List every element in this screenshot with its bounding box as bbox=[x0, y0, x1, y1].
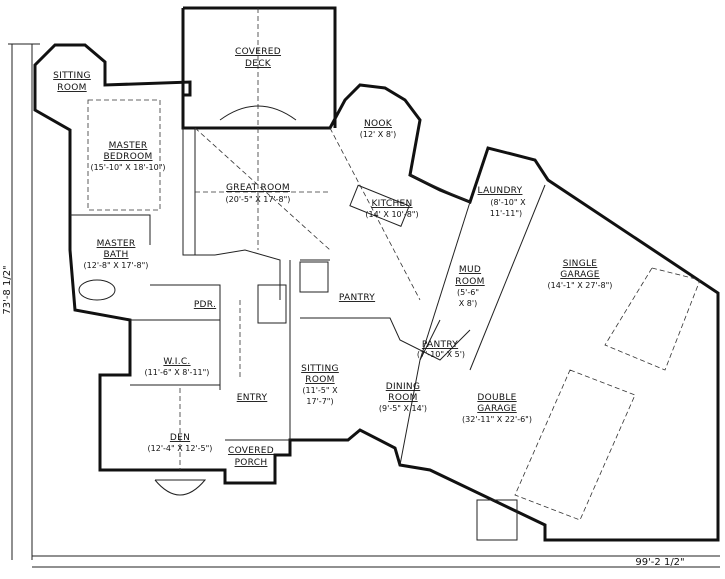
room-name: ROOM bbox=[388, 393, 417, 403]
room-name: ROOM bbox=[455, 277, 484, 287]
room-dims: (12' X 8') bbox=[360, 130, 396, 139]
room-dims: 11'-11") bbox=[490, 209, 522, 218]
room-name: MASTER bbox=[109, 141, 148, 151]
room-name: LAUNDRY bbox=[478, 186, 523, 196]
room-name: PDR. bbox=[194, 300, 216, 310]
room-name: GARAGE bbox=[560, 270, 599, 280]
room-dims: (15'-10" X 18'-10") bbox=[90, 163, 165, 172]
room-double-garage: DOUBLE GARAGE (32'-11" X 22'-6") bbox=[462, 393, 532, 424]
room-pantry-garage: PANTRY (7'-10" X 5') bbox=[417, 340, 465, 359]
room-single-garage: SINGLE GARAGE (14'-1" X 27'-8") bbox=[548, 259, 613, 290]
room-name: GREAT ROOM bbox=[226, 183, 290, 193]
room-name: PANTRY bbox=[339, 293, 375, 303]
room-kitchen: KITCHEN (14' X 10'-8") bbox=[365, 199, 418, 219]
room-name: SINGLE bbox=[563, 259, 598, 269]
den-bay bbox=[154, 479, 207, 496]
stair-top bbox=[299, 261, 329, 293]
room-name: DEN bbox=[170, 433, 190, 443]
deck-bay bbox=[219, 105, 297, 121]
room-dims: (7'-10" X 5') bbox=[417, 350, 465, 359]
room-mud-room: MUD ROOM (5'-6" X 8') bbox=[455, 265, 484, 308]
overall-width-dimension: 99'-2 1/2" bbox=[32, 555, 720, 568]
room-pantry-kitchen: PANTRY bbox=[339, 293, 375, 303]
room-name: ROOM bbox=[57, 83, 86, 93]
room-name: ROOM bbox=[305, 375, 334, 385]
room-pdr: PDR. bbox=[194, 300, 216, 310]
room-dims: (8'-10" X bbox=[490, 198, 526, 207]
garage-steps bbox=[476, 499, 518, 541]
room-covered-deck: COVERED DECK bbox=[235, 47, 281, 69]
room-sitting-room: SITTING ROOM (11'-5" X 17'-7") bbox=[301, 364, 339, 406]
depth-dimension-label: 73'-8 1/2" bbox=[2, 265, 13, 314]
overall-depth-dimension: 73'-8 1/2" bbox=[2, 43, 40, 560]
room-name: BATH bbox=[103, 250, 128, 260]
room-covered-porch: COVERED PORCH bbox=[228, 446, 274, 468]
room-dims: (20'-5" X 17'-8") bbox=[226, 195, 291, 204]
room-name: BEDROOM bbox=[103, 152, 152, 162]
room-name: NOOK bbox=[364, 119, 393, 129]
room-name: ENTRY bbox=[237, 393, 268, 403]
room-name: SITTING bbox=[53, 71, 91, 81]
room-dims: (5'-6" bbox=[457, 288, 479, 297]
tub bbox=[78, 279, 116, 301]
room-master-bath: MASTER BATH (12'-8" X 17'-8") bbox=[84, 239, 149, 270]
room-dims: 17'-7") bbox=[306, 397, 333, 406]
room-name: COVERED bbox=[228, 446, 274, 456]
room-dims: (9'-5" X 14') bbox=[379, 404, 427, 413]
room-name: KITCHEN bbox=[371, 199, 412, 209]
room-nook: NOOK (12' X 8') bbox=[360, 119, 396, 139]
width-dimension-label: 99'-2 1/2" bbox=[635, 557, 684, 568]
fixtures bbox=[78, 105, 518, 541]
room-dims: (14' X 10'-8") bbox=[365, 210, 418, 219]
exterior-walls bbox=[33, 6, 720, 542]
room-den: DEN (12'-4" X 12'-5") bbox=[148, 433, 213, 453]
room-dims: (11'-6" X 8'-11") bbox=[145, 368, 210, 377]
room-master-bedroom: MASTER BEDROOM (15'-10" X 18'-10") bbox=[90, 141, 165, 172]
ceiling-lines bbox=[87, 8, 701, 521]
room-name: PANTRY bbox=[422, 340, 458, 350]
room-name: MASTER bbox=[97, 239, 136, 249]
stair-entry bbox=[257, 284, 287, 324]
room-name: MUD bbox=[459, 265, 481, 275]
room-name: SITTING bbox=[301, 364, 339, 374]
room-dims: (12'-4" X 12'-5") bbox=[148, 444, 213, 453]
room-name: DOUBLE bbox=[477, 393, 516, 403]
room-name: PORCH bbox=[235, 458, 268, 468]
room-name: GARAGE bbox=[477, 404, 516, 414]
room-dims: (32'-11" X 22'-6") bbox=[462, 415, 532, 424]
room-name: DINING bbox=[386, 382, 420, 392]
room-wic: W.I.C. (11'-6" X 8'-11") bbox=[145, 357, 210, 377]
room-dining-room: DINING ROOM (9'-5" X 14') bbox=[379, 382, 427, 413]
room-name: COVERED bbox=[235, 47, 281, 57]
kitchen-island bbox=[349, 184, 410, 227]
room-dims: (14'-1" X 27'-8") bbox=[548, 281, 613, 290]
room-dims: (11'-5" X bbox=[302, 386, 338, 395]
interior-walls bbox=[70, 128, 546, 466]
room-name: DECK bbox=[245, 59, 272, 69]
room-sitting-room-master: SITTING ROOM bbox=[53, 71, 91, 93]
room-great-room: GREAT ROOM (20'-5" X 17'-8") bbox=[226, 183, 291, 204]
room-dims: X 8') bbox=[459, 299, 477, 308]
room-entry: ENTRY bbox=[237, 393, 268, 403]
room-dims: (12'-8" X 17'-8") bbox=[84, 261, 149, 270]
room-laundry: LAUNDRY (8'-10" X 11'-11") bbox=[478, 186, 527, 218]
room-name: W.I.C. bbox=[163, 357, 190, 367]
